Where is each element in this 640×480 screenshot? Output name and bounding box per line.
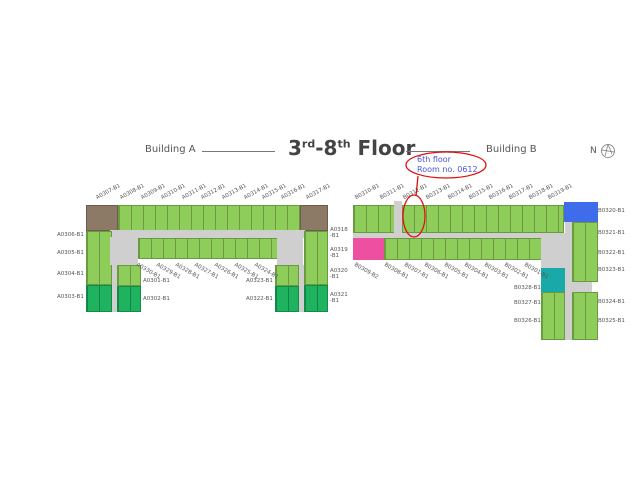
units-b-right[interactable] [572,222,598,282]
compass-icon [601,144,615,158]
units-a-left[interactable] [86,231,112,285]
title-part: rd [301,137,316,151]
title-part: -8 [315,136,338,160]
unit-label: B0328-B1 [514,285,541,291]
callout-pointer [415,175,419,197]
unit-a0323[interactable] [275,265,299,286]
corridor [565,222,572,340]
unit-label: B0320-B1 [598,208,625,214]
core-left [110,237,138,265]
unit-label: A0304-B1 [57,271,84,277]
title-part: 3 [288,136,302,160]
unit-label: B0322-B1 [598,250,625,256]
title-part: th [337,137,351,151]
divider [406,151,470,152]
unit-label: A0319 -B1 [330,247,348,259]
unit-a0307[interactable] [86,205,118,231]
building-b-label: Building B [486,144,537,155]
corridor [299,265,304,312]
unit-label: A0321 -B1 [330,292,348,304]
units-a-top[interactable] [118,205,300,231]
unit-label: B0325-B1 [598,318,625,324]
unit-label: B0323-B1 [598,267,625,273]
unit-b0309[interactable] [353,238,384,260]
units-a-right[interactable] [304,231,328,285]
unit-label: B0327-B1 [514,300,541,306]
callout-bubble [405,151,487,179]
building-a-label: Building A [145,144,196,155]
core [572,282,592,292]
unit-label: A0303-B1 [57,294,84,300]
unit-a0301[interactable] [117,265,141,286]
divider [202,151,275,152]
units-b-top[interactable] [353,205,564,233]
page-title: 3rd-8th Floor [288,136,415,160]
units-b-right-lower[interactable] [572,292,598,340]
unit-b0328[interactable] [541,268,565,292]
unit-label: A0302-B1 [143,296,170,302]
unit-label: A0301-B1 [143,278,170,284]
stair [394,201,402,233]
corridor [112,265,117,312]
corridor [110,230,305,238]
unit-a0317[interactable] [300,205,328,231]
unit-a0322[interactable] [275,286,299,312]
unit-label: A0305-B1 [57,250,84,256]
core-right [277,237,303,265]
building-a-heading: Building A [145,144,196,155]
units-b-inner[interactable] [541,292,565,340]
unit-label: B0321-B1 [598,230,625,236]
unit-a0321[interactable] [304,285,328,312]
unit-label: B0324-B1 [598,299,625,305]
unit-a0303[interactable] [86,285,112,312]
unit-label: A0323-B1 [246,278,273,284]
unit-label: B0326-B1 [514,318,541,324]
unit-a0302[interactable] [117,286,141,312]
highlight-circle [402,194,426,238]
core [541,238,565,268]
units-a-bottom[interactable] [138,238,278,259]
annotation-line: Room no. 0612 [417,165,478,174]
unit-label: A0322-B1 [246,296,273,302]
building-b-heading: Building B [486,144,537,155]
unit-label: A0318 -B1 [330,227,348,239]
corridor [353,233,572,238]
north-label: N [590,146,597,156]
annotation-line: 6th floor [417,155,451,164]
title-part: Floor [350,136,416,160]
unit-b0320[interactable] [564,202,598,222]
units-b-bottom[interactable] [384,238,544,260]
unit-label: A0320 -B1 [330,268,348,280]
unit-label: A0306-B1 [57,232,84,238]
